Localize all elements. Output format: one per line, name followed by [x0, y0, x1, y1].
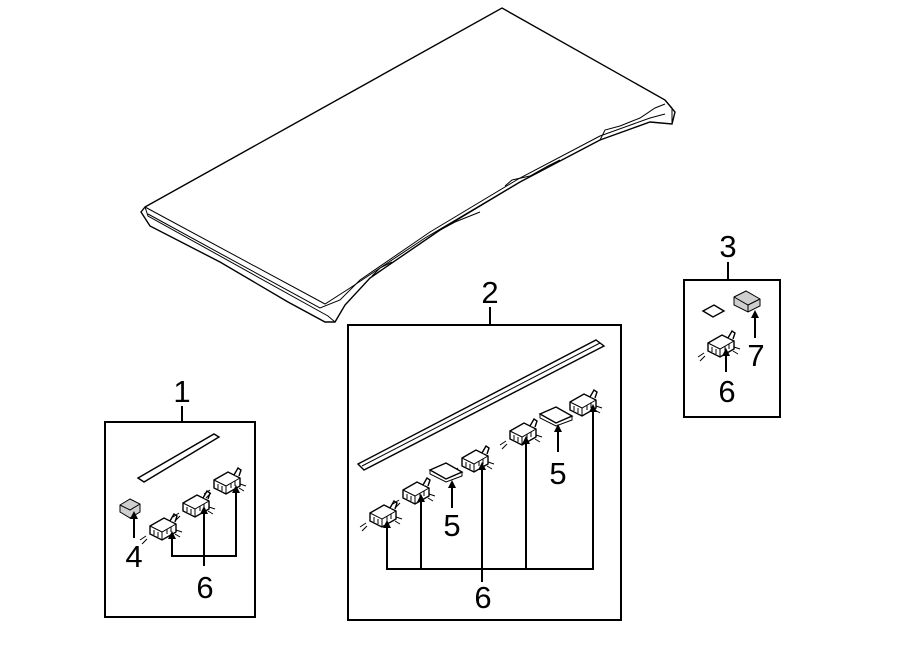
- group-3-parts: [697, 290, 761, 372]
- tape-pad: [701, 304, 726, 318]
- adhesive-pad-part-5: [428, 462, 464, 483]
- callout-number-2: 2: [481, 275, 498, 310]
- callout-number-6: 6: [474, 580, 491, 615]
- group-2-parts: [356, 339, 606, 582]
- callout-1: 1: [173, 374, 191, 422]
- group-1-parts: [119, 433, 247, 566]
- callout-number-1: 1: [173, 374, 190, 409]
- roof-molding-strip-short: [136, 433, 221, 483]
- callout-number-7: 7: [747, 338, 764, 373]
- callout-number-6: 6: [196, 570, 213, 605]
- callout-3: 3: [719, 229, 737, 280]
- callout-number-4: 4: [125, 539, 142, 574]
- end-cap-part-7: [733, 290, 761, 313]
- callout-number-6: 6: [718, 374, 735, 409]
- box-2: [347, 324, 622, 621]
- callout-number-3: 3: [719, 229, 736, 264]
- box-1: [104, 421, 256, 618]
- callout-number-5: 5: [443, 508, 460, 543]
- roof-panel: [140, 7, 676, 323]
- callout-number-5: 5: [549, 456, 566, 491]
- callout-2: 2: [481, 275, 499, 325]
